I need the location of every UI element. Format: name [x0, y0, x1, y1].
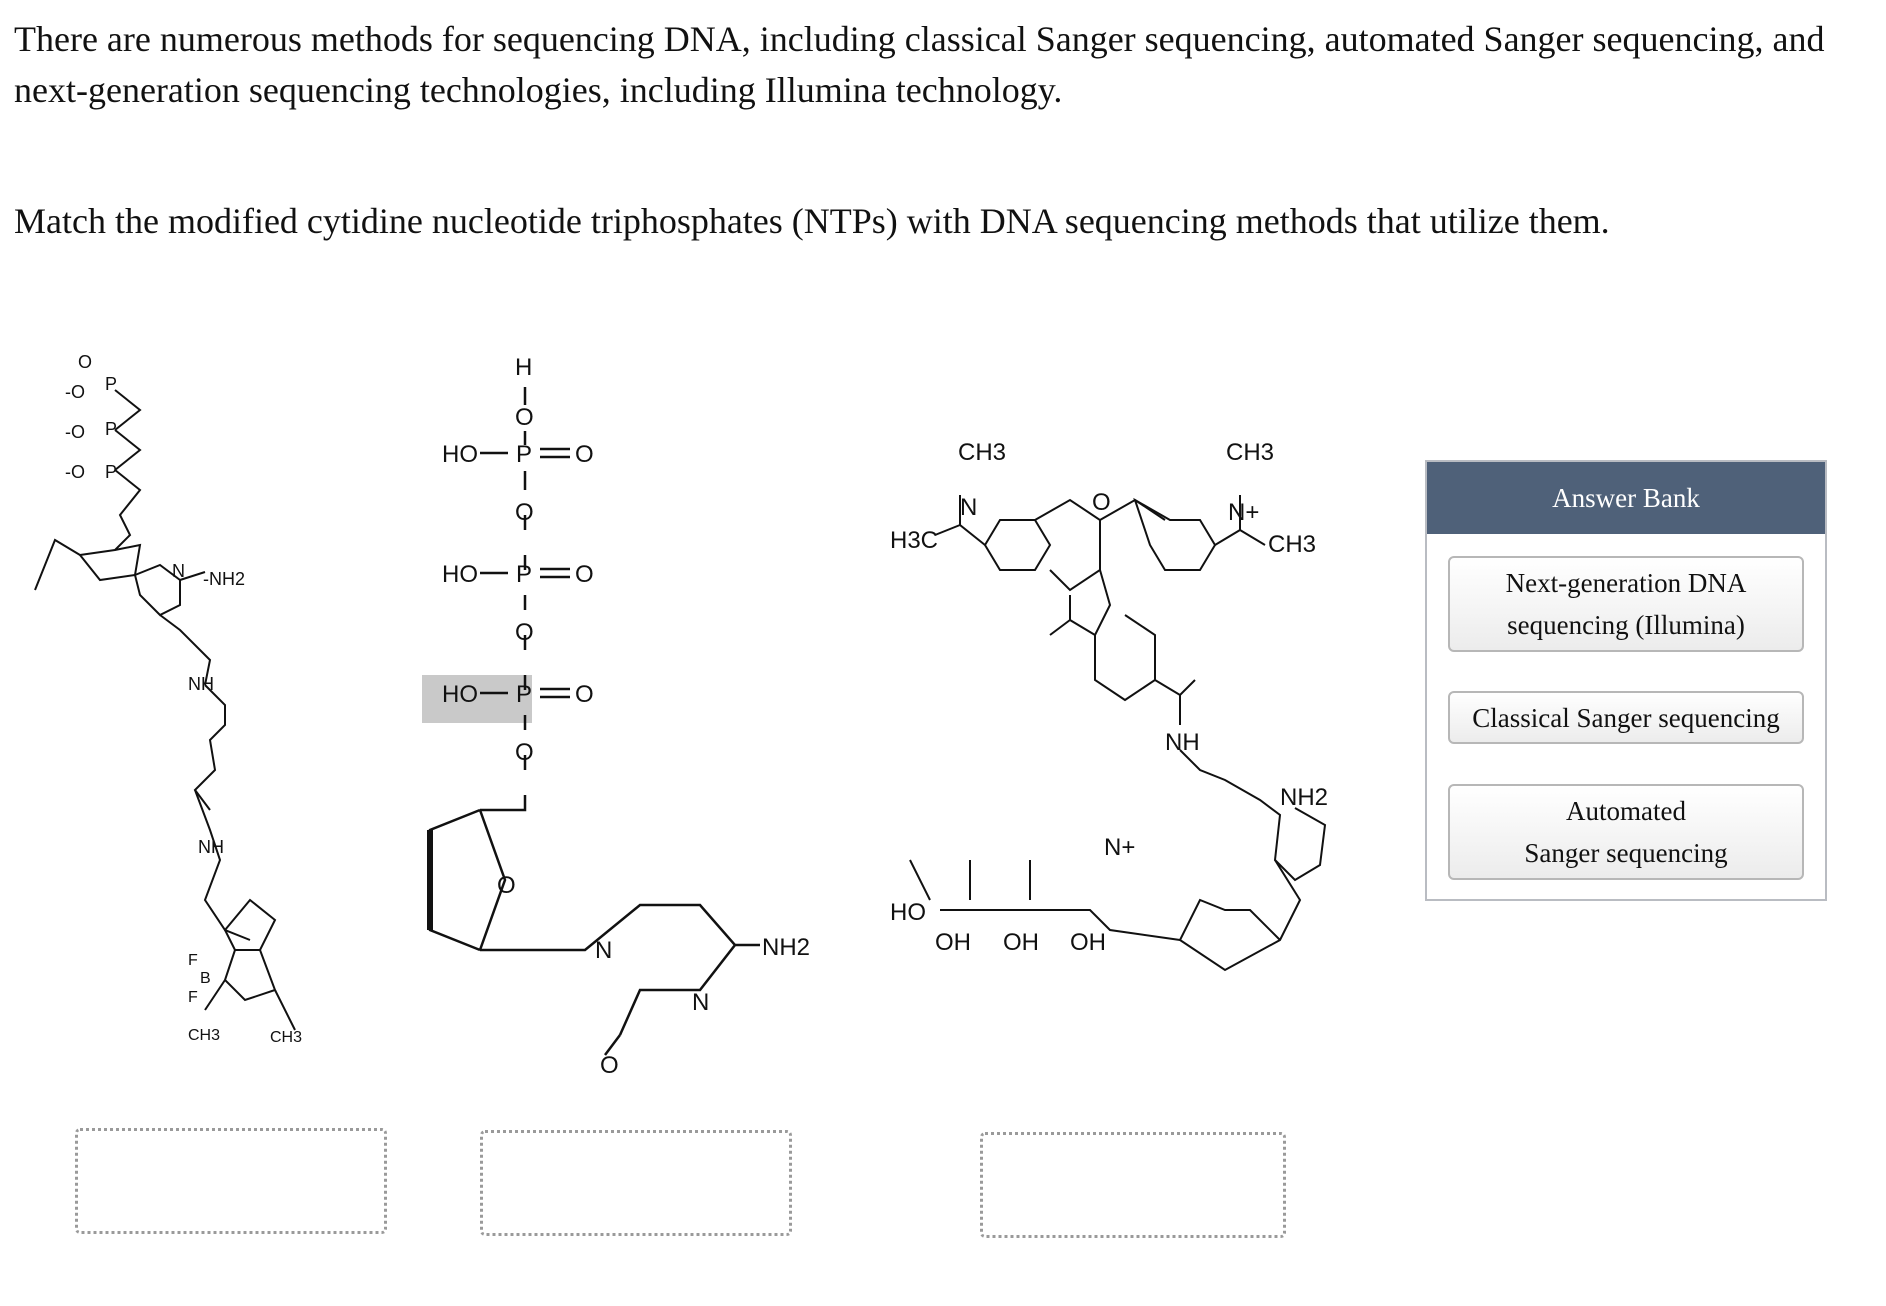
drop-zone-2[interactable]: [480, 1130, 792, 1236]
answer-bank-title: Answer Bank: [1427, 462, 1825, 534]
m3-label: OH: [935, 929, 971, 956]
m1-label: P: [105, 419, 117, 439]
m2-label: NH2: [762, 934, 810, 961]
m1-label: N: [172, 561, 185, 581]
m1-label: -O: [65, 422, 85, 442]
answer-chip-next-gen[interactable]: Next-generation DNA sequencing (Illumina…: [1448, 556, 1804, 652]
chip-label: Automated: [1566, 796, 1686, 826]
m3-label: CH3: [958, 439, 1006, 466]
chip-label: sequencing (Illumina): [1507, 610, 1745, 640]
m2-label: O: [575, 561, 594, 588]
m1-label: O: [78, 352, 92, 372]
m3-label: HO: [890, 899, 926, 926]
m2-label: P: [516, 441, 532, 468]
molecule-structure-2: H O HO P O O HO P O O HO P O O O N N NH2…: [410, 345, 840, 1085]
answer-chip-classical-sanger[interactable]: Classical Sanger sequencing: [1448, 691, 1804, 744]
m1-label: F: [188, 989, 198, 1006]
molecule-structure-3: CH3 N H3C O CH3 N+ CH3 NH NH2 N+ HO OH O…: [880, 430, 1400, 1020]
answer-chip-automated-sanger[interactable]: Automated Sanger sequencing: [1448, 784, 1804, 880]
m2-label: O: [515, 404, 534, 431]
question-instruction: Match the modified cytidine nucleotide t…: [14, 201, 1610, 241]
question-intro: There are numerous methods for sequencin…: [14, 19, 1825, 110]
drop-zone-1[interactable]: [75, 1128, 387, 1234]
m2-label: O: [515, 739, 534, 766]
m2-label: P: [516, 681, 532, 708]
m3-label: NH: [1165, 729, 1200, 756]
m2-label: O: [497, 872, 516, 899]
m2-label: O: [575, 441, 594, 468]
m2-label: O: [575, 681, 594, 708]
m3-label: CH3: [1226, 439, 1274, 466]
m1-label: NH: [198, 837, 224, 857]
m3-label: N+: [1228, 499, 1259, 526]
m3-label: OH: [1003, 929, 1039, 956]
m3-label: N+: [1104, 834, 1135, 861]
m3-label: NH2: [1280, 784, 1328, 811]
m1-label: P: [105, 462, 117, 482]
m3-label: O: [1092, 489, 1111, 516]
m2-label: H: [515, 354, 532, 381]
m2-label: O: [515, 619, 534, 646]
m3-label: H3C: [890, 527, 938, 554]
m2-label: HO: [442, 561, 478, 588]
m2-label: N: [692, 989, 709, 1016]
chip-label: Next-generation DNA: [1505, 568, 1747, 598]
m2-label: O: [600, 1052, 619, 1079]
m3-label: N: [960, 494, 977, 521]
m2-label: O: [515, 499, 534, 526]
chip-label: Sanger sequencing: [1524, 838, 1728, 868]
molecule-structure-1: O -O P -O P -O P N -NH2 NH NH F B F CH3 …: [20, 340, 340, 1080]
m2-label: HO: [442, 681, 478, 708]
m1-label: -O: [65, 382, 85, 402]
chip-label: Classical Sanger sequencing: [1472, 702, 1780, 733]
m2-label: N: [595, 937, 612, 964]
m2-label: P: [516, 561, 532, 588]
m1-label: NH: [188, 674, 214, 694]
m1-label: F: [188, 952, 198, 969]
m3-label: OH: [1070, 929, 1106, 956]
m2-label: HO: [442, 441, 478, 468]
m1-label: -NH2: [203, 569, 245, 589]
m1-label: B: [200, 970, 211, 987]
m3-label: CH3: [1268, 531, 1316, 558]
m1-label: CH3: [270, 1029, 302, 1046]
m1-label: -O: [65, 462, 85, 482]
drop-zone-3[interactable]: [980, 1132, 1286, 1238]
answer-bank: Answer Bank Next-generation DNA sequenci…: [1425, 460, 1827, 901]
m1-label: CH3: [188, 1027, 220, 1044]
m1-label: P: [105, 374, 117, 394]
